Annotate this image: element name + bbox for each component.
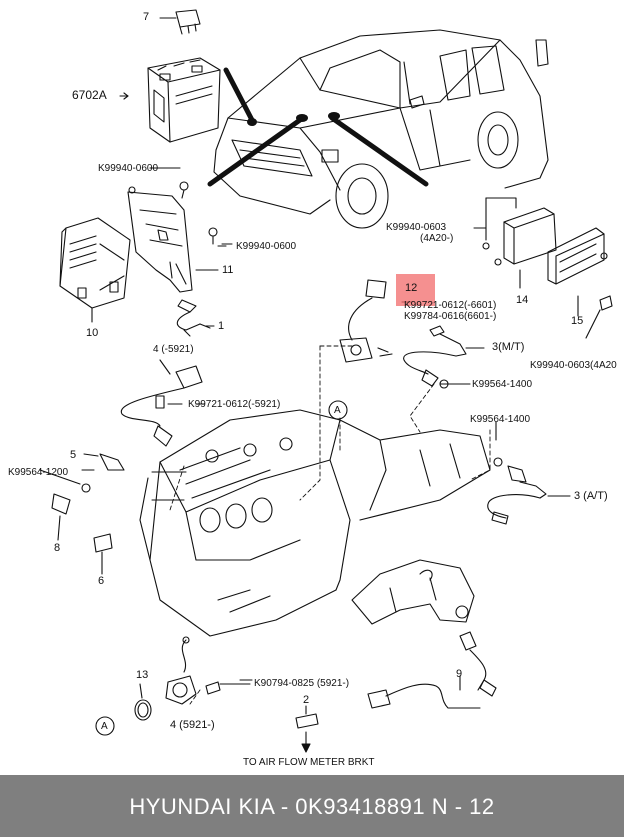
label-part-4-post5921: 4 (5921-) bbox=[170, 719, 215, 731]
actuator-part-4 bbox=[165, 636, 251, 705]
label-k99784-0616: K99784-0616(6601-) bbox=[404, 311, 497, 322]
bolt-k99940-0600 bbox=[208, 227, 233, 245]
label-part-12: 12 bbox=[405, 282, 418, 294]
footer-part-number: HYUNDAI KIA - 0K93418891 N - 12 bbox=[129, 794, 495, 819]
label-k99940-0603-4a20: K99940-0603(4A20 bbox=[530, 360, 617, 371]
label-k99721-0612-5921: K99721-0612(-5921) bbox=[188, 399, 281, 410]
label-part-9: 9 bbox=[456, 668, 463, 680]
sensor-part-1 bbox=[176, 299, 215, 337]
label-part-14: 14 bbox=[516, 294, 529, 306]
ring-part-13 bbox=[134, 683, 152, 721]
battery bbox=[119, 57, 221, 143]
label-part-15: 15 bbox=[571, 315, 584, 327]
sensor-part-4 bbox=[120, 359, 203, 447]
sensor-part-5 bbox=[83, 453, 125, 471]
reference-circle-a-center bbox=[328, 400, 348, 420]
label-part-3-at: 3 (A/T) bbox=[574, 490, 608, 502]
bracket-part-2 bbox=[295, 705, 319, 749]
module-part-14 bbox=[482, 197, 557, 289]
label-part-6: 6 bbox=[98, 575, 105, 587]
vehicle-illustration bbox=[213, 29, 549, 229]
sensor-part-8 bbox=[39, 469, 91, 541]
label-k99940-0600-top: K99940-0600 bbox=[98, 163, 159, 174]
parts-diagram bbox=[39, 9, 613, 753]
ecu-part-10 bbox=[59, 217, 131, 323]
relay-part-7 bbox=[159, 9, 201, 35]
label-circle-a-bottom: A bbox=[101, 721, 108, 732]
label-part-11: 11 bbox=[222, 264, 234, 276]
reference-circle-a-bottom bbox=[95, 716, 115, 736]
label-k99940-0600-mid: K99940-0600 bbox=[236, 241, 297, 252]
highlighted-part-marker bbox=[396, 274, 435, 306]
bracket-part-11 bbox=[127, 181, 219, 293]
label-part-4-pre5921: 4 (-5921) bbox=[153, 344, 194, 355]
label-4a20: (4A20-) bbox=[420, 233, 454, 244]
label-part-1: 1 bbox=[218, 320, 225, 332]
exhaust-manifold bbox=[351, 559, 475, 625]
sensor-part-3-at bbox=[487, 457, 571, 525]
label-part-13: 13 bbox=[136, 669, 149, 681]
label-part-7: 7 bbox=[143, 11, 150, 23]
caption-air-flow-meter: TO AIR FLOW METER BRKT bbox=[243, 757, 375, 768]
bracket-part-15 bbox=[547, 227, 613, 339]
label-circle-a-center: A bbox=[334, 405, 341, 416]
label-k99564-1400-a: K99564-1400 bbox=[472, 379, 533, 390]
label-part-2: 2 bbox=[303, 694, 310, 706]
label-part-3-mt: 3(M/T) bbox=[492, 341, 525, 353]
label-k99564-1400-b: K99564-1400 bbox=[470, 414, 531, 425]
location-pointers bbox=[207, 67, 429, 187]
label-k99940-0603: K99940-0603 bbox=[386, 222, 447, 233]
label-part-8: 8 bbox=[54, 542, 61, 554]
label-6702a: 6702A bbox=[72, 88, 107, 102]
footer-bar: HYUNDAI KIA - 0K93418891 N - 12 bbox=[0, 775, 624, 837]
leader-lines bbox=[169, 345, 491, 705]
label-k99721-0612-6601: K99721-0612(-6601) bbox=[404, 300, 497, 311]
sensor-part-9 bbox=[367, 631, 497, 709]
label-k99564-1200: K99564-1200 bbox=[8, 467, 69, 478]
label-k90794-0825: K90794-0825 (5921-) bbox=[254, 678, 350, 689]
engine-block bbox=[139, 409, 491, 637]
label-part-10: 10 bbox=[86, 327, 99, 339]
label-part-5: 5 bbox=[70, 449, 77, 461]
sensor-part-6 bbox=[93, 533, 113, 575]
